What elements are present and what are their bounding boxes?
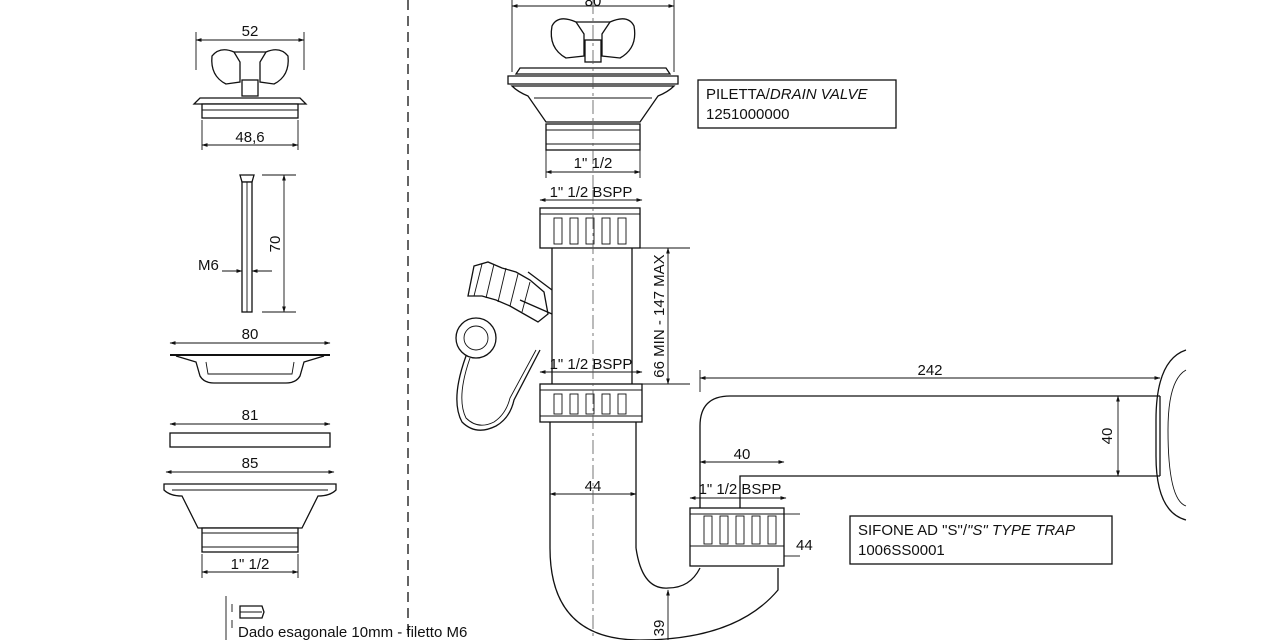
- stopper-bottom-width-label: 48,6: [235, 129, 264, 146]
- trap-pipe-diameter-label: 44: [585, 478, 602, 495]
- drain-valve-label-it: PILETTA/: [706, 86, 771, 103]
- gasket-part: 81: [169, 407, 331, 448]
- stopper-part: 52 48,6: [192, 23, 308, 150]
- outlet-thread-label: 1" 1/2: [231, 556, 270, 573]
- trap-label-box: SIFONE AD "S"/"S" TYPE TRAP 1006SS0001: [849, 515, 1113, 565]
- outlet-part: 85 1" 1/2: [163, 455, 337, 578]
- trap-outlet-height-label: 40: [1099, 428, 1116, 445]
- rod-thread-label: M6: [198, 257, 219, 274]
- drain-valve-part: 80 1" 1/2: [507, 0, 679, 190]
- trap-height-range-label: 66 MIN - 147 MAX: [651, 254, 668, 377]
- gasket-width-label: 81: [242, 407, 259, 424]
- svg-text:PILETTA/DRAIN VALVE: PILETTA/DRAIN VALVE: [706, 86, 868, 103]
- rod-length-label: 70: [267, 236, 284, 253]
- trap-outlet-diameter-label: 44: [796, 537, 813, 554]
- drain-valve-label-box: PILETTA/DRAIN VALVE 1251000000: [697, 79, 897, 129]
- drain-valve-code: 1251000000: [706, 106, 789, 123]
- strainer-width-label: 80: [242, 326, 259, 343]
- rod-part: 70 M6: [198, 174, 296, 313]
- strainer-part: 80: [169, 326, 331, 384]
- hex-nut-note: Dado esagonale 10mm - filetto M6: [238, 624, 467, 640]
- drain-valve-label-en: DRAIN VALVE: [770, 86, 869, 103]
- trap-bottom-depth-label: 39: [651, 620, 668, 637]
- trap-top-thread-label: 1" 1/2 BSPP: [550, 184, 633, 201]
- trap-part: 1" 1/2 BSPP 66 MIN - 147 MAX 1" 1/2 BSPP: [455, 184, 1187, 640]
- trap-outlet-offset-label: 40: [734, 446, 751, 463]
- trap-code: 1006SS0001: [858, 542, 945, 559]
- trap-outlet-length-label: 242: [917, 362, 942, 379]
- trap-label-en: "S" TYPE TRAP: [967, 522, 1075, 539]
- stopper-top-width-label: 52: [242, 23, 259, 40]
- trap-label-it: SIFONE AD "S"/: [858, 522, 968, 539]
- outlet-width-label: 85: [242, 455, 259, 472]
- hex-nut-part: Dado esagonale 10mm - filetto M6: [225, 596, 467, 640]
- svg-text:SIFONE AD "S"/"S" TYPE TRAP: SIFONE AD "S"/"S" TYPE TRAP: [858, 522, 1075, 539]
- trap-mid-thread-label: 1" 1/2 BSPP: [550, 356, 633, 373]
